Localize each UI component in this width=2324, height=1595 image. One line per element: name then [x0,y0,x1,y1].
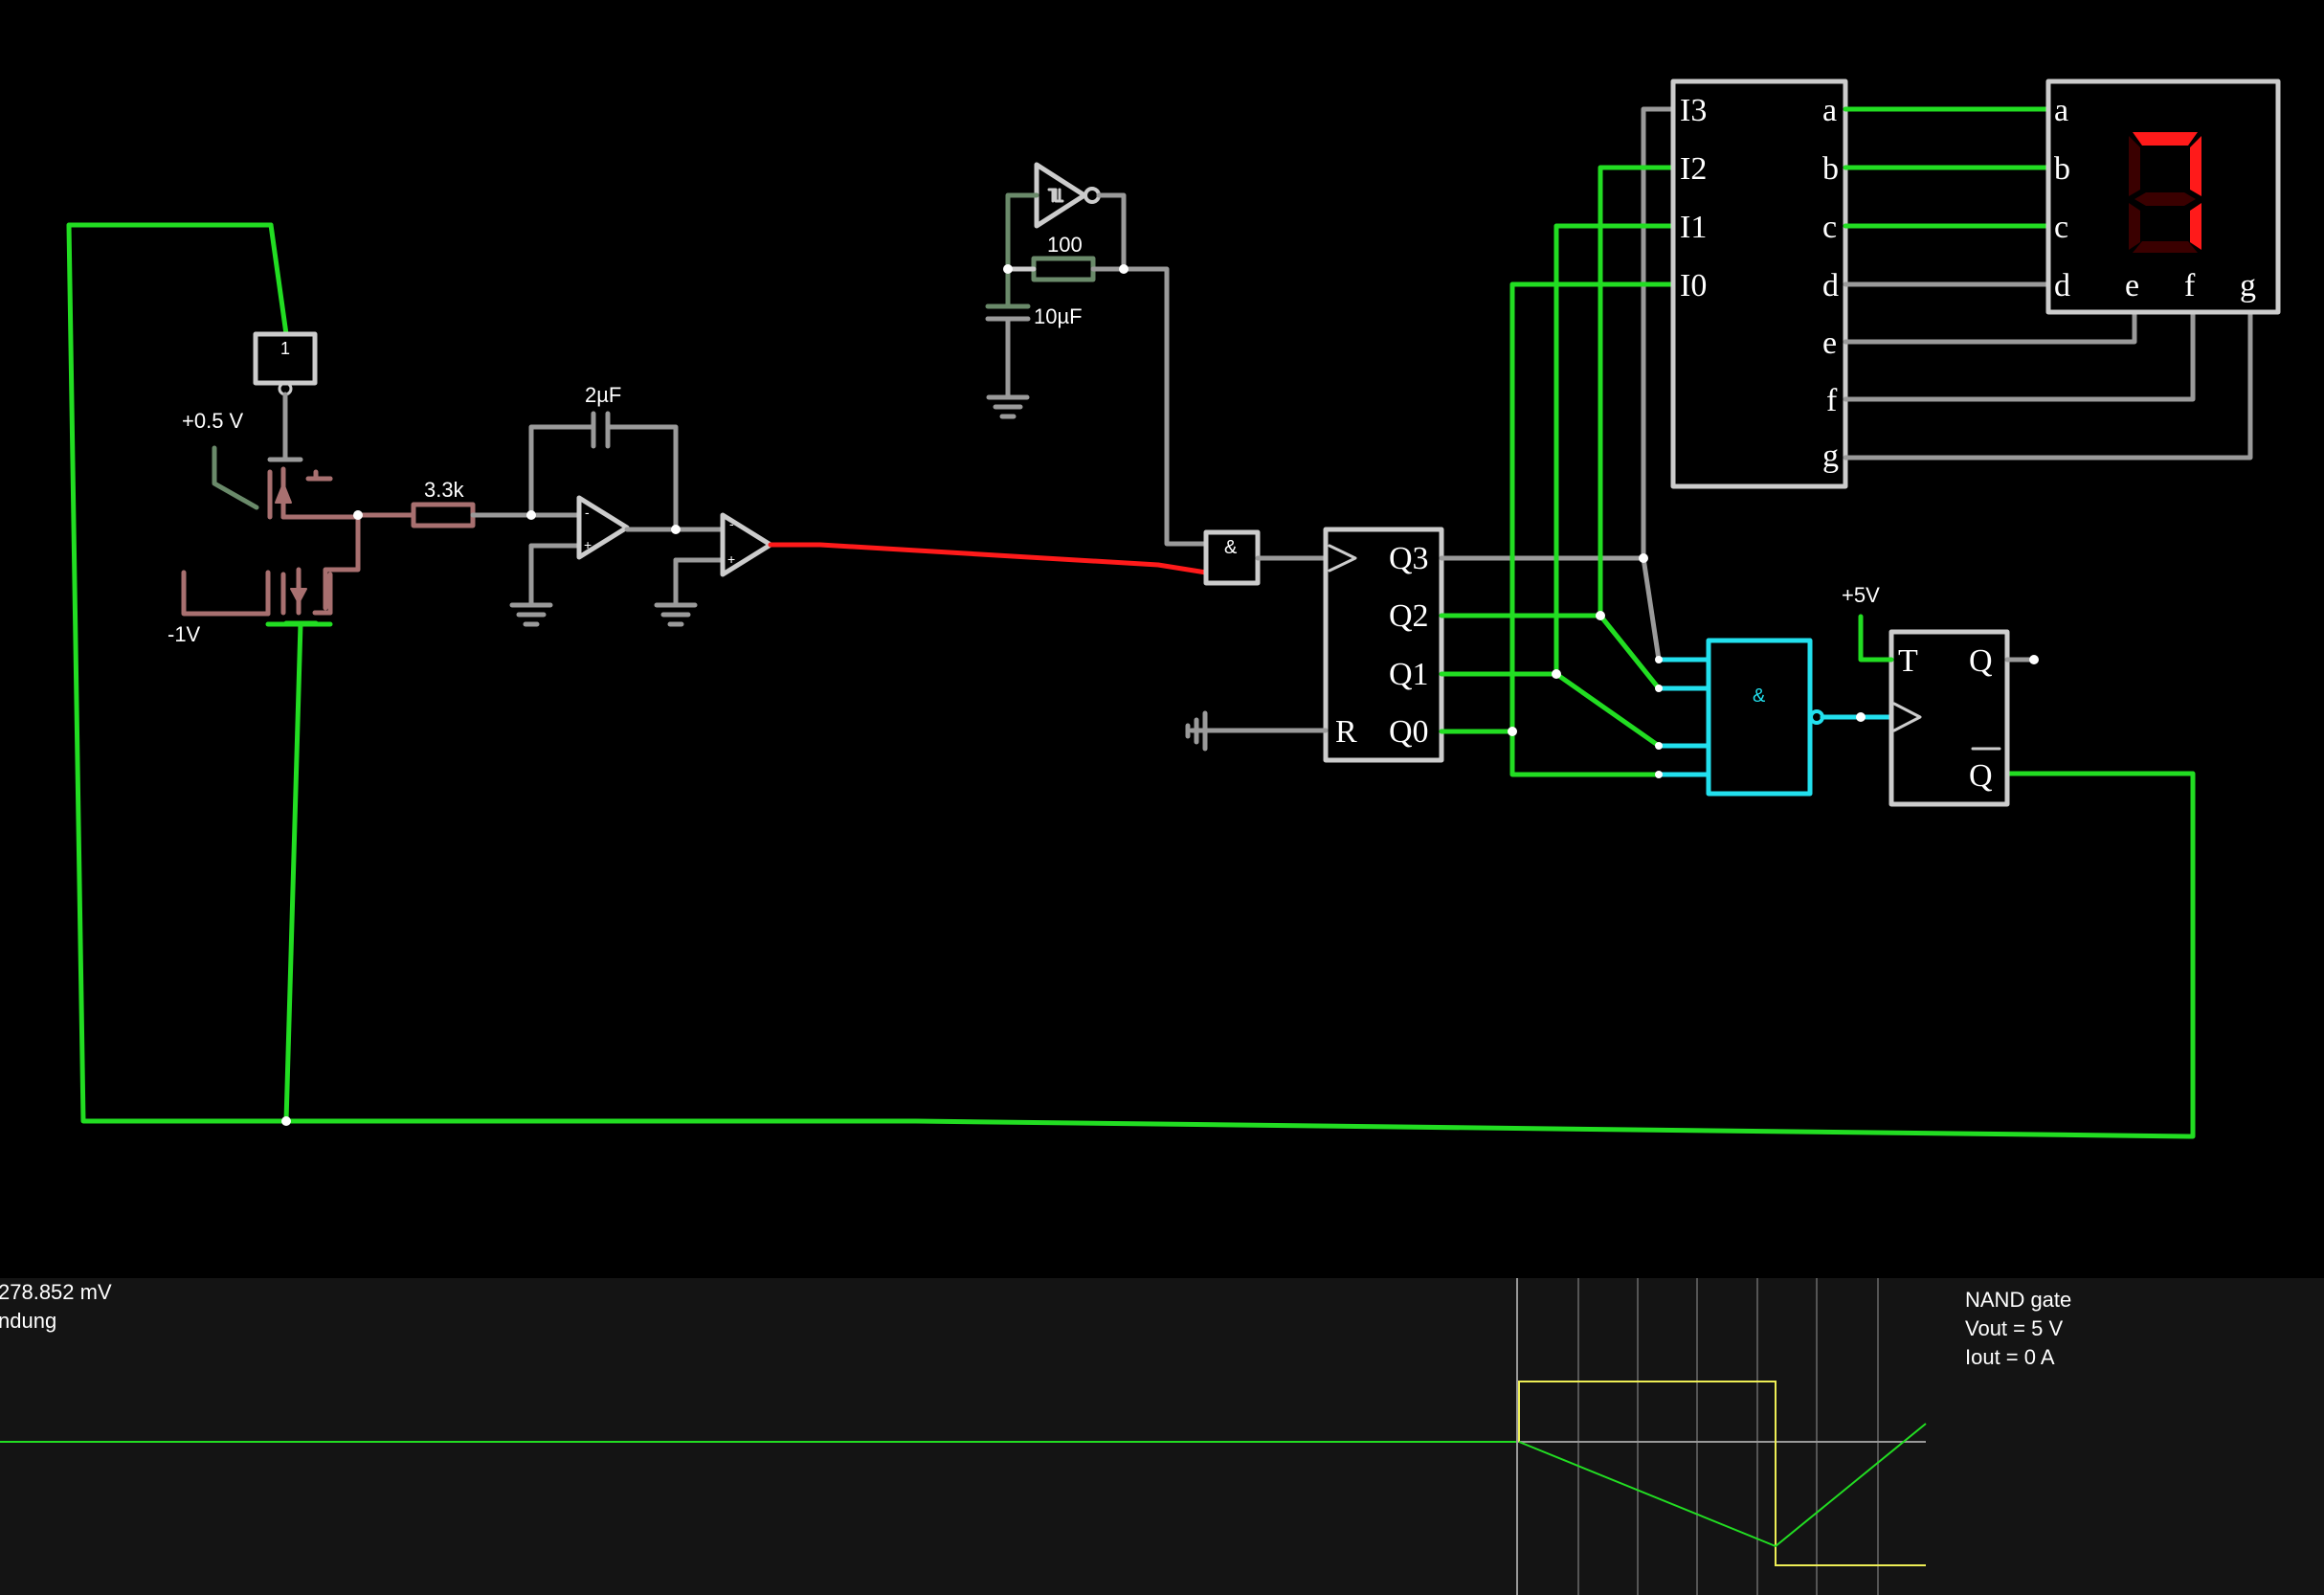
decoder-i1-label: I1 [1680,210,1707,245]
counter-q2-label: Q2 [1389,598,1429,634]
counter-q1-wire[interactable] [1439,223,1676,749]
nand-gate-selected[interactable] [1656,638,1894,797]
counter-q0-label: Q0 [1389,714,1429,750]
segment-e [2129,203,2140,250]
opamp1-minus-label: - [585,505,590,520]
resistor-3k3-label: 3.3k [424,478,465,502]
comparator-opamp[interactable] [654,512,773,627]
counter-reset-label: R [1335,714,1357,750]
segment-f [2129,136,2140,196]
binary-counter[interactable] [1185,527,1444,763]
opamp1-plus-label: + [584,537,592,552]
negative-source-label: -1V [168,622,201,646]
scope-left-readout: 278.852 mV ndung [0,1278,112,1336]
element-info-title: NAND gate [1965,1288,2072,1312]
junction-dots [281,264,2039,1126]
decoder-i0-label: I0 [1680,268,1707,303]
segment-c [2190,203,2201,250]
and-gate[interactable] [1203,529,1329,586]
display-pin-g: g [2240,268,2256,303]
decoder-out-c: c [1822,210,1837,245]
flipflop-q-label: Q [1969,643,1993,679]
logic-inverter[interactable] [253,331,318,462]
decoder-i2-label: I2 [1680,151,1707,187]
flipflop-qbar-label: Q [1969,758,1993,794]
counter-q2-wire[interactable] [1439,165,1676,691]
schmitt-oscillator[interactable] [985,162,1209,547]
opamp2-minus-label: - [729,516,734,531]
capacitor-2uf-label: 2µF [585,383,621,407]
segment-b [2190,136,2201,196]
counter-q3-wire[interactable] [1439,106,1676,663]
decoder-out-e: e [1822,326,1837,361]
capacitor-10uf-label: 10µF [1034,304,1083,328]
scope-left-label: ndung [0,1309,57,1333]
element-info: NAND gate Vout = 5 V Iout = 0 A [1965,1286,2071,1372]
counter-q0-wire[interactable] [1439,281,1676,777]
opamp2-plus-label: + [727,551,735,567]
resistor-3k3[interactable] [355,502,534,528]
segment-digit [2129,132,2201,253]
segment-d [2133,241,2198,253]
supply-5v-label: +5V [1842,583,1880,607]
voltage-source-label: +0.5 V [182,409,244,433]
decoder-output-wires[interactable] [1843,106,2253,461]
element-info-vout: Vout = 5 V [1965,1316,2064,1340]
display-pin-f: f [2184,268,2196,303]
display-pin-c: c [2054,210,2068,245]
counter-q1-label: Q1 [1389,657,1429,692]
comparator-output-wire[interactable] [768,542,1209,575]
display-pin-e: e [2125,268,2139,303]
display-pin-a: a [2054,93,2068,128]
display-pin-d: d [2054,268,2070,303]
right-scope-trace-green [1518,1423,1927,1548]
feedback-wire[interactable] [66,222,2196,1139]
decoder-out-g: g [1822,438,1839,474]
right-scope-trace-yellow [1518,1381,1926,1566]
decoder-out-a: a [1822,93,1837,128]
decoder-out-b: b [1822,151,1839,187]
t-flipflop[interactable] [1858,614,2037,807]
scope-panel[interactable]: 278.852 mV ndung NAND gate Vout = 5 V Io… [0,1278,2324,1595]
and-gate-label: & [1224,537,1238,558]
nand-gate-label: & [1753,685,1766,707]
display-pin-b: b [2054,151,2070,187]
segment-g [2134,192,2196,206]
circuit-canvas[interactable]: +0.5 V -1V 1 3.3k 2µF - + - + 100 10µF &… [0,0,2324,1278]
seven-segment-display[interactable] [2045,79,2281,315]
decoder-i3-label: I3 [1680,93,1707,128]
segment-a [2133,132,2198,146]
element-info-iout: Iout = 0 A [1965,1345,2055,1369]
integrator-opamp[interactable] [509,411,726,627]
resistor-100-label: 100 [1047,233,1083,257]
right-scope-grid [1516,1278,1926,1595]
scope-left-value: 278.852 mV [0,1280,112,1304]
decoder-out-d: d [1822,268,1839,303]
flipflop-t-label: T [1898,643,1918,679]
inverter-label: 1 [280,339,290,358]
decoder-out-f: f [1826,383,1838,418]
mosfet-pair[interactable] [181,445,361,627]
counter-q3-label: Q3 [1389,541,1429,576]
